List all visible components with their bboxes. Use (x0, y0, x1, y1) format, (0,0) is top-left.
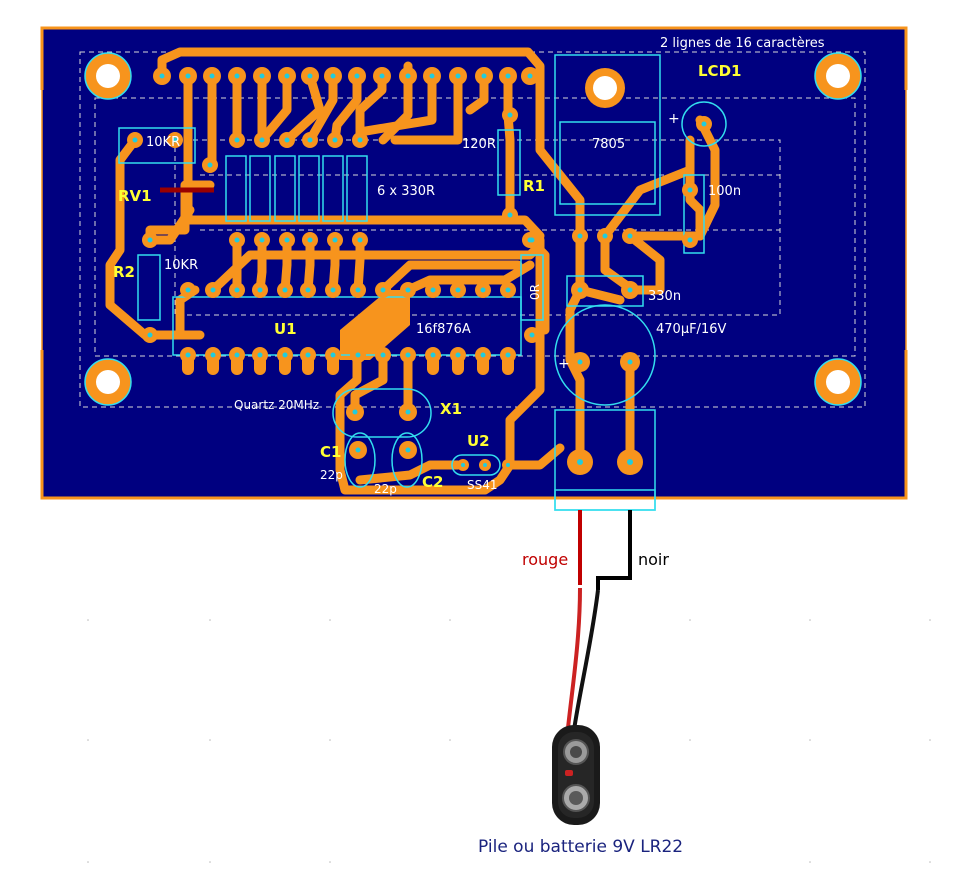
u1-value-label: 16f876A (416, 322, 471, 337)
black-wire-diagram (596, 510, 632, 590)
battery-snap (552, 725, 600, 825)
c2-value-label: 22p (374, 482, 397, 496)
cap-470-plus-sign: + (558, 356, 570, 372)
regulator-tab-hole (585, 68, 625, 108)
r1-ref-label: R1 (523, 177, 545, 195)
r2-ref-label: R2 (113, 263, 135, 281)
black-wire-label: noir (638, 550, 669, 569)
cap-100n-label: 100n (708, 184, 741, 199)
board-edge (40, 26, 908, 500)
c2-ref-label: C2 (422, 473, 443, 491)
u2-ref-label: U2 (467, 432, 490, 450)
rv1-ref-label: RV1 (118, 187, 152, 205)
pcb-labels: 2 lignes de 16 caractères LCD1 7805 100n… (113, 36, 825, 496)
r2-value-label: 10KR (164, 258, 198, 273)
x1-ref-label: X1 (440, 400, 462, 418)
component-outlines (118, 54, 727, 511)
cap-100n-plus-sign: + (668, 111, 680, 127)
cap-470-label: 470µF/16V (656, 322, 726, 337)
copper-pour (340, 290, 410, 360)
mounting-hole-tr (814, 52, 862, 100)
cable-black (572, 589, 600, 731)
background-grid (87, 619, 931, 863)
c1-ref-label: C1 (320, 443, 341, 461)
lcd-outline (79, 51, 866, 408)
mounting-hole-tl (84, 52, 132, 100)
cable-red (566, 587, 582, 729)
mounting-holes (84, 52, 862, 406)
battery-wires (566, 510, 632, 731)
r1-value-label: 120R (462, 137, 496, 152)
quartz-label: Quartz 20MHz (234, 398, 319, 412)
pad-centers (132, 73, 707, 467)
red-wire-label: rouge (522, 550, 568, 569)
u2-value-label: SS41 (467, 478, 498, 492)
lcd-ref-label: LCD1 (698, 62, 741, 80)
rv1-value-label: 10KR (146, 135, 180, 150)
lcd-title-label: 2 lignes de 16 caractères (660, 36, 825, 51)
cap-330n-label: 330n (648, 289, 681, 304)
mounting-hole-br (814, 358, 862, 406)
c1-value-label: 22p (320, 468, 343, 482)
u1-ref-label: U1 (274, 320, 297, 338)
res-array-label: 6 x 330R (377, 184, 435, 199)
regulator-label: 7805 (592, 137, 625, 152)
battery-caption: Pile ou batterie 9V LR22 (478, 837, 683, 857)
mounting-hole-bl (84, 358, 132, 406)
r0-value-label: 0R (528, 284, 542, 300)
